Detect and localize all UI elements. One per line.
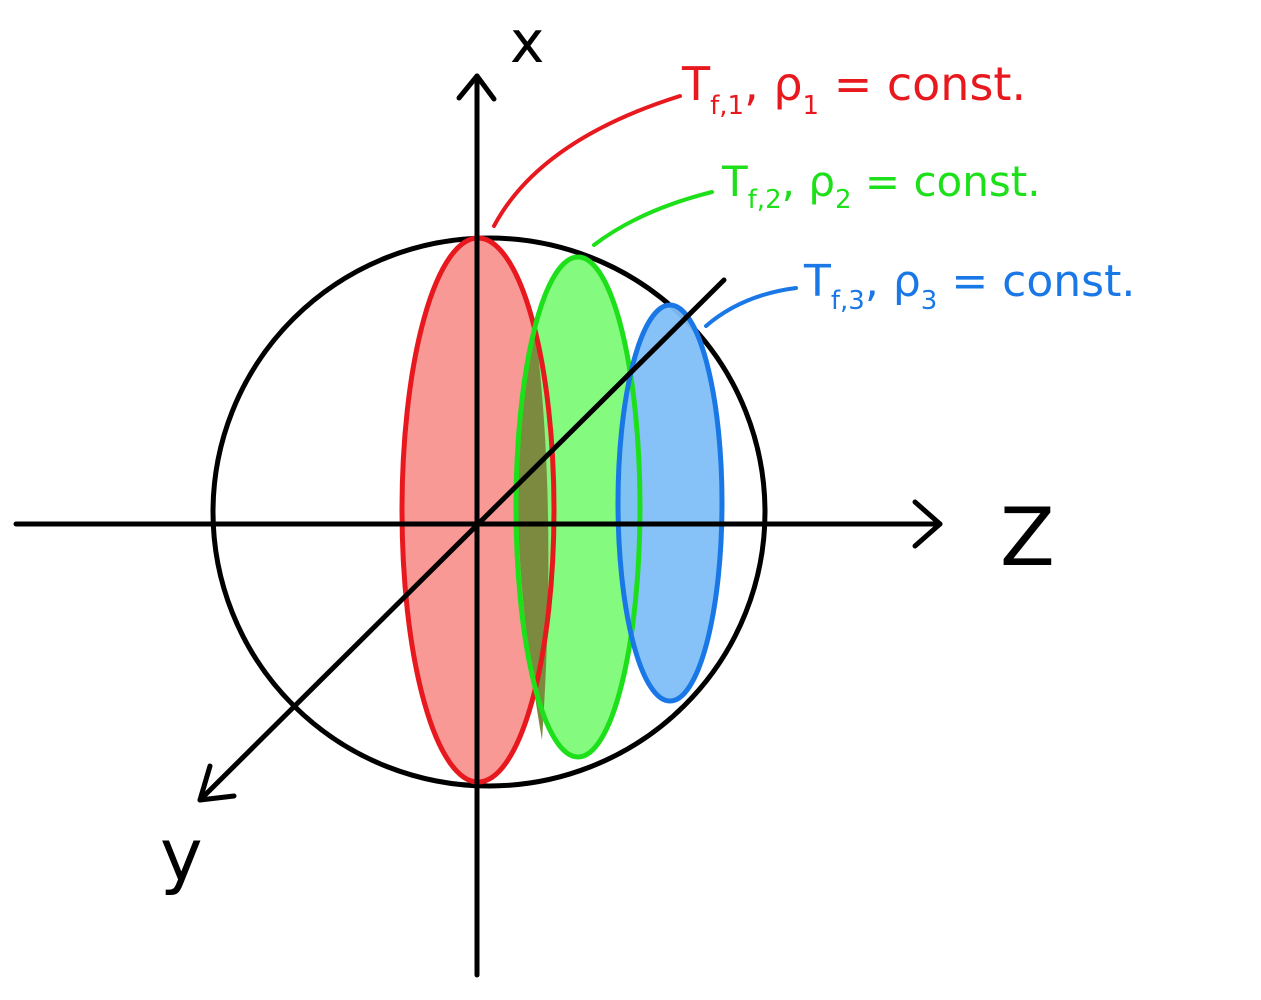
section-2-T: T [721, 157, 748, 206]
section-3-rho-subscript: 3 [921, 286, 938, 316]
z-axis-label: Z [1000, 491, 1055, 584]
section-2-leader-line [592, 190, 714, 247]
overlap-region-1-2 [518, 320, 549, 740]
section-3-const: = const. [951, 256, 1135, 307]
section-1-leader-line [492, 94, 682, 228]
section-1-label: Tf,1, ρ1 = const. [681, 57, 1026, 121]
section-2-rho-subscript: 2 [835, 185, 852, 215]
x-axis-arrowhead [456, 73, 497, 102]
y-axis-label: y [160, 813, 203, 897]
section-3-label: Tf,3, ρ3 = const. [803, 256, 1135, 316]
section-3-T-subscript: f,3 [831, 286, 865, 316]
section-3-T: T [803, 256, 831, 307]
sphere-outline [210, 235, 768, 789]
section-1-rho: ρ [773, 57, 802, 111]
section-1-const: = const. [834, 57, 1026, 111]
section-2-const: = const. [865, 157, 1041, 206]
section-3-leader-line [704, 286, 798, 328]
section-3-disc [618, 305, 722, 701]
z-axis-arrowhead [912, 499, 943, 549]
section-2-outline [513, 254, 643, 760]
section-1-rho-subscript: 1 [803, 91, 820, 121]
section-2-T-subscript: f,2 [748, 185, 782, 215]
section-1-T-subscript: f,1 [710, 91, 744, 121]
x-axis-label: x [510, 8, 544, 76]
y-axis-arrowhead [197, 763, 237, 803]
section-2-rho: ρ [808, 157, 835, 206]
section-3-outline [615, 302, 725, 704]
y-axis-line [197, 277, 727, 803]
section-2-label: Tf,2, ρ2 = const. [721, 157, 1041, 215]
section-3-rho: ρ [893, 256, 921, 307]
section-1-T: T [681, 57, 711, 111]
